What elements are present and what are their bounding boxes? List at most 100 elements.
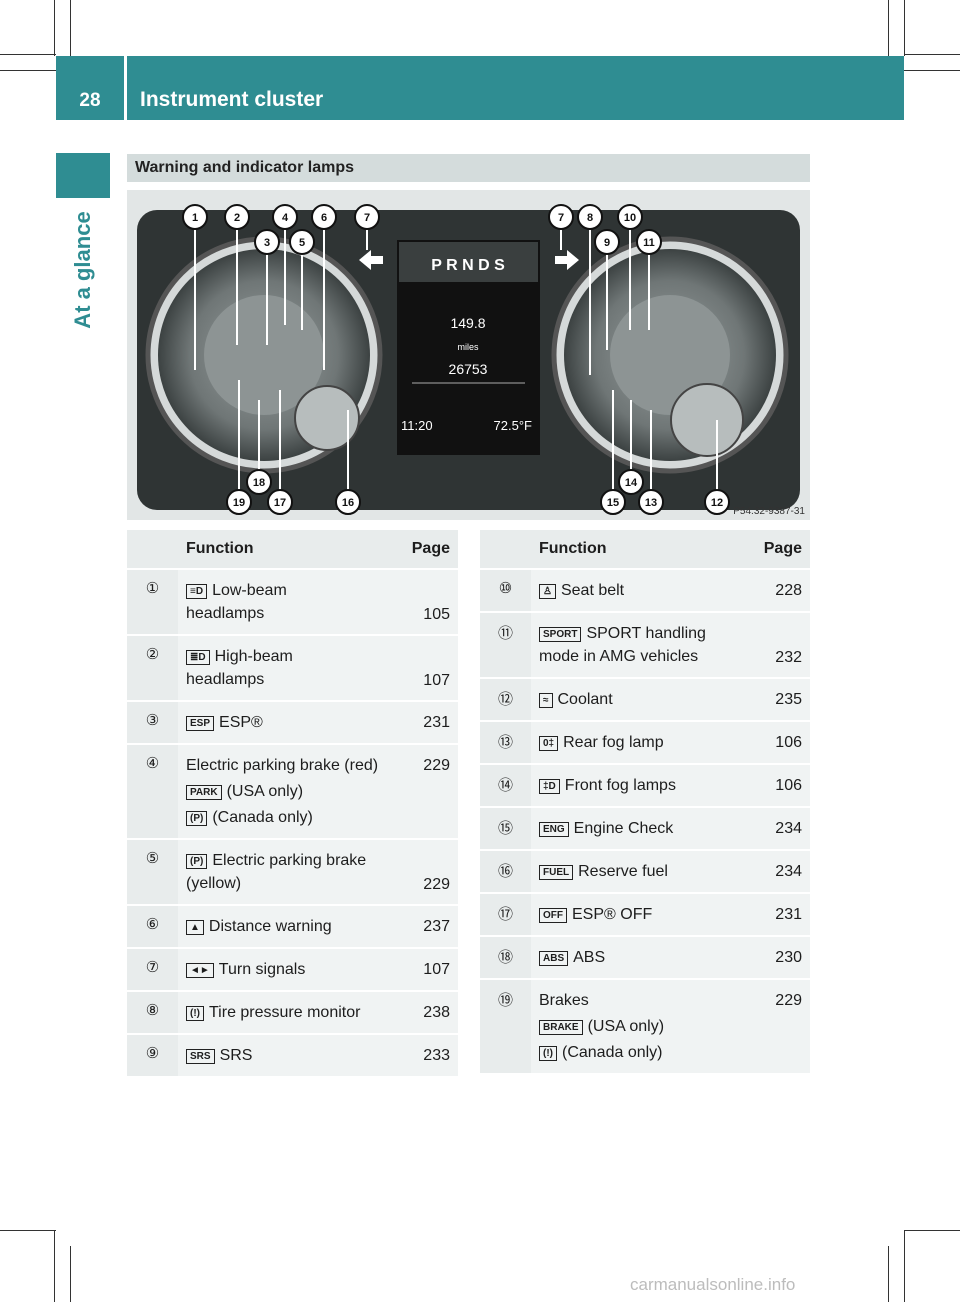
- page-title: Instrument cluster: [140, 88, 324, 111]
- callout-number: ⑪: [480, 612, 531, 678]
- table-header: Function Page: [480, 530, 810, 569]
- callout-number: ⑤: [127, 839, 178, 905]
- table-header-page: Page: [742, 530, 810, 569]
- lamp-icon: PARK: [186, 785, 222, 800]
- gear-indicator: P R N D S: [431, 257, 505, 274]
- lamp-icon: SRS: [186, 1049, 215, 1064]
- table-header-num: [127, 530, 178, 569]
- function-sub: (!)(Canada only): [539, 1041, 736, 1064]
- callout-marker: [224, 204, 250, 230]
- function-cell: 0‡Rear fog lamp: [531, 721, 742, 764]
- callout-marker: [577, 204, 603, 230]
- function-label: Coolant: [557, 691, 613, 708]
- function-label: ABS: [573, 949, 606, 966]
- callout-number: ⑮: [480, 807, 531, 850]
- lamp-icon: ‡D: [539, 779, 560, 794]
- lamp-icon: FUEL: [539, 865, 574, 880]
- watermark: carmanualsonline.info: [630, 1275, 796, 1294]
- crop-mark: [54, 1230, 55, 1302]
- callout-label: 15: [607, 497, 619, 509]
- function-label: Front fog lamps: [564, 777, 676, 794]
- callout-number: ⑱: [480, 936, 531, 979]
- function-label: ESP®: [219, 714, 263, 731]
- function-cell: ▲Distance warning: [178, 905, 390, 948]
- callout-marker: [335, 489, 361, 515]
- table-header-num: [480, 530, 531, 569]
- lamp-icon: BRAKE: [539, 1020, 583, 1035]
- function-sub: PARK(USA only): [186, 780, 384, 803]
- callout-marker: [636, 229, 662, 255]
- callout-marker: [226, 489, 252, 515]
- callout-marker: [638, 489, 664, 515]
- callout-label: 5: [299, 237, 305, 249]
- function-sub-label: (Canada only): [212, 809, 313, 826]
- page-ref: 237: [390, 905, 458, 948]
- function-label: Reserve fuel: [578, 863, 668, 880]
- page-ref: 230: [742, 936, 810, 979]
- page-ref: 238: [390, 991, 458, 1034]
- cluster-illustration: P R N D S 149.8 miles 26753 11:20 72.5°F…: [137, 204, 805, 517]
- function-cell: (!)Tire pressure monitor: [178, 991, 390, 1034]
- callout-number: ⑰: [480, 893, 531, 936]
- function-sub-label: (Canada only): [562, 1044, 663, 1061]
- callout-marker: [354, 204, 380, 230]
- callout-number: ⑨: [127, 1034, 178, 1076]
- page-ref: 232: [742, 612, 810, 678]
- section-title: Warning and indicator lamps: [135, 159, 354, 176]
- callout-marker: [600, 489, 626, 515]
- gear-window: [399, 242, 538, 282]
- callout-number: ⑧: [127, 991, 178, 1034]
- callout-label: 8: [587, 212, 593, 224]
- callout-marker: [272, 204, 298, 230]
- crop-mark: [0, 1230, 56, 1231]
- function-cell: SRS SRS: [178, 1034, 390, 1076]
- callout-number: ⑫: [480, 678, 531, 721]
- crop-mark: [54, 0, 55, 56]
- side-tab: [56, 153, 110, 198]
- figure-reference: P54.32-9387-31: [733, 506, 805, 517]
- lamp-icon: ESP: [186, 716, 215, 731]
- page-ref: 228: [742, 569, 810, 612]
- callout-label: 19: [233, 497, 245, 509]
- page-ref: 229: [390, 839, 458, 905]
- page-ref: 106: [742, 764, 810, 807]
- function-label: Low-beam: [212, 582, 287, 599]
- outside-temp: 72.5°F: [494, 418, 533, 433]
- callout-label: 1: [192, 212, 198, 224]
- lamp-icon: ◄►: [186, 963, 214, 978]
- crop-mark: [70, 0, 71, 56]
- table-row: ⑤(P)Electric parking brake(yellow)229: [127, 839, 458, 905]
- function-label: High-beam: [214, 648, 293, 665]
- header-divider: [124, 56, 127, 120]
- page-ref: 231: [742, 893, 810, 936]
- lamp-icon: (P): [186, 854, 208, 869]
- page-ref: 229: [742, 979, 810, 1073]
- function-sub-label: (USA only): [587, 1018, 665, 1035]
- callout-marker: [548, 204, 574, 230]
- page-ref: 229: [390, 744, 458, 839]
- function-label-cont: headlamps: [186, 605, 265, 622]
- clock: 11:20: [401, 418, 433, 433]
- function-cell: ≈Coolant: [531, 678, 742, 721]
- function-cell: (P)Electric parking brake(yellow): [178, 839, 390, 905]
- function-label: SPORT handling: [586, 625, 706, 642]
- callout-label: 13: [645, 497, 657, 509]
- lamp-icon: ▲: [186, 920, 204, 935]
- callout-label: 16: [342, 497, 354, 509]
- callout-label: 7: [364, 212, 370, 224]
- function-label: SRS: [219, 1047, 253, 1064]
- function-label: ESP® OFF: [572, 906, 653, 923]
- temp-gauge: [670, 383, 744, 457]
- page-ref: 234: [742, 850, 810, 893]
